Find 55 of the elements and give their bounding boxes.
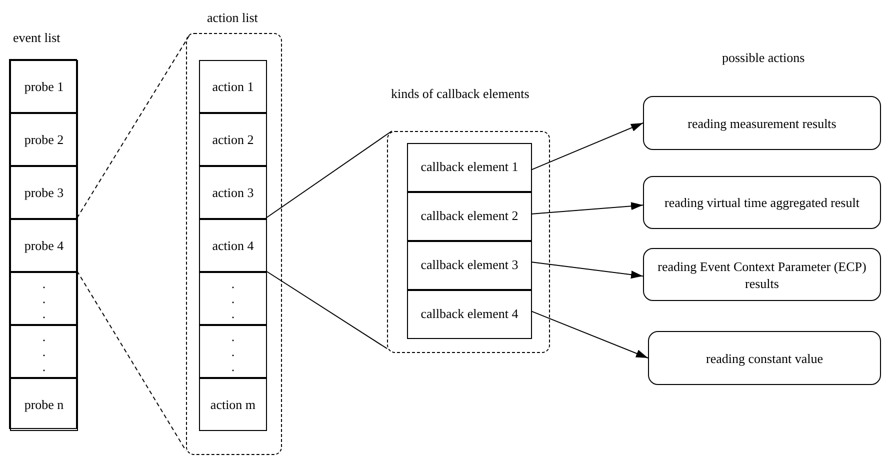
item-label: reading constant value bbox=[705, 350, 824, 366]
list-cell bbox=[199, 113, 267, 166]
ellipsis-dots: . . . bbox=[42, 329, 46, 374]
column-heading: possible actions bbox=[722, 50, 805, 66]
list-heading: event list bbox=[13, 30, 60, 46]
ellipsis-dots: . . . bbox=[231, 329, 235, 374]
ellipsis-dots: . . . bbox=[231, 276, 235, 321]
item-label: callback element 3 bbox=[420, 256, 520, 273]
arrow bbox=[530, 122, 644, 170]
item-label: callback element 2 bbox=[420, 207, 520, 224]
arrow bbox=[530, 202, 644, 215]
item-label: reading virtual time aggregated result bbox=[664, 194, 860, 211]
arrow bbox=[530, 262, 644, 279]
callback-cell bbox=[407, 290, 532, 339]
item-label: action m bbox=[209, 396, 257, 413]
action-box bbox=[643, 248, 881, 301]
list-cell bbox=[10, 378, 78, 431]
callback-cell bbox=[407, 192, 532, 241]
item-label: action 3 bbox=[211, 184, 255, 201]
list-heading: action list bbox=[207, 10, 258, 26]
action-box bbox=[643, 96, 881, 150]
item-label: callback element 1 bbox=[420, 158, 520, 175]
list-cell bbox=[10, 166, 78, 219]
item-label: probe 2 bbox=[23, 131, 65, 148]
list-cell bbox=[10, 113, 78, 166]
list-cell bbox=[199, 60, 267, 113]
item-label: probe 3 bbox=[23, 184, 65, 201]
action-box bbox=[643, 176, 881, 229]
list-cell bbox=[10, 272, 78, 325]
item-label: probe 4 bbox=[23, 237, 65, 254]
item-label: reading measurement results bbox=[686, 114, 838, 132]
item-label: callback element 4 bbox=[420, 305, 520, 322]
callback-cell bbox=[407, 143, 532, 192]
zoom-line bbox=[266, 270, 388, 350]
item-label: probe 1 bbox=[23, 78, 65, 95]
list-cell bbox=[199, 166, 267, 219]
arrow bbox=[530, 310, 648, 358]
ellipsis-dots: . . . bbox=[42, 276, 46, 321]
list-cell bbox=[199, 219, 267, 272]
list-cell bbox=[199, 325, 267, 378]
list-cell bbox=[10, 325, 78, 378]
action-box bbox=[648, 331, 881, 385]
zoom-line bbox=[266, 130, 392, 218]
list-cell bbox=[199, 272, 267, 325]
list-heading: kinds of callback elements bbox=[391, 86, 530, 102]
dashed-zoom-line bbox=[76, 270, 186, 452]
item-label: action 1 bbox=[211, 78, 255, 95]
list-cell bbox=[199, 378, 267, 431]
item-label: action 2 bbox=[211, 131, 255, 148]
item-label: action 4 bbox=[211, 237, 255, 254]
item-label: reading Event Context Parameter (ECP) results bbox=[656, 258, 868, 292]
list-cell bbox=[10, 60, 78, 113]
callback-cell bbox=[407, 241, 532, 290]
list-cell bbox=[10, 219, 78, 272]
item-label: probe n bbox=[23, 396, 65, 413]
